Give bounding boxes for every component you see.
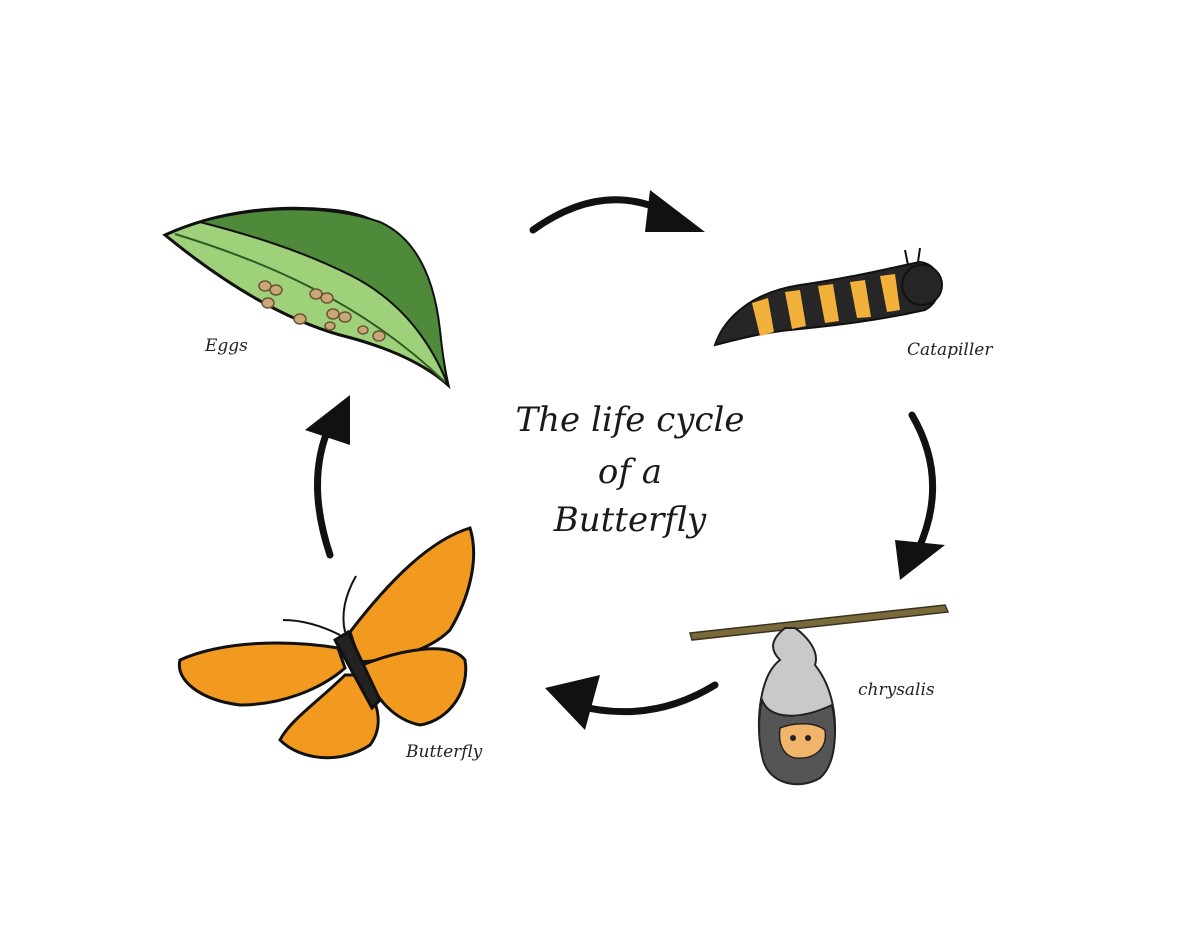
arrow-butterfly-to-eggs — [305, 395, 350, 559]
label-chrysalis: chrysalis — [858, 680, 935, 700]
label-eggs: Eggs — [205, 336, 248, 356]
diagram-title-line-3: Butterfly — [553, 500, 707, 540]
chrysalis-illustration — [689, 604, 950, 786]
diagram-title-line-2: of a — [597, 452, 663, 492]
butterfly-illustration — [177, 526, 476, 760]
arrow-chrysalis-to-butterfly — [545, 675, 719, 730]
arrow-eggs-to-caterpillar — [529, 190, 705, 234]
caterpillar-illustration — [713, 247, 943, 347]
leaf-illustration — [162, 206, 451, 390]
label-caterpillar: Catapiller — [907, 340, 993, 360]
arrow-caterpillar-to-chrysalis — [895, 411, 945, 580]
label-butterfly: Butterfly — [406, 742, 483, 762]
diagram-title-line-1: The life cycle — [515, 400, 745, 440]
egg-cluster — [258, 280, 386, 342]
